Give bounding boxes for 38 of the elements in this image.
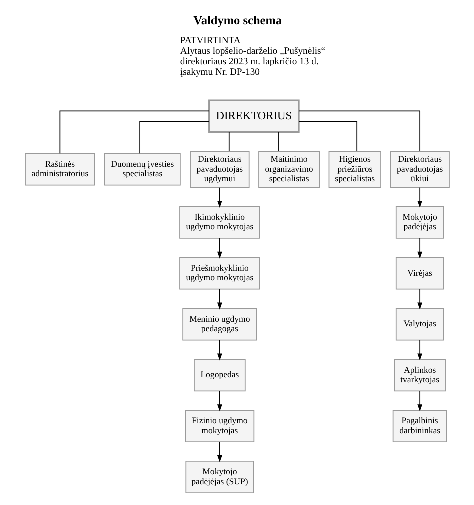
arrow xyxy=(216,442,222,463)
arrow xyxy=(417,390,422,412)
label: PATVIRTINTA xyxy=(180,35,240,46)
arrow xyxy=(417,288,422,310)
arrow xyxy=(216,340,222,361)
node-box: Priešmokyklinio ugdymo mokytojas xyxy=(179,257,260,290)
node-box: Maitinimo organizavimo specialistas xyxy=(258,151,320,188)
connector xyxy=(298,110,420,152)
node-box: Direktoriaus pavaduotojas ūkiui xyxy=(390,151,450,188)
arrow xyxy=(417,238,422,259)
node-box: Higienos priežiūros specialistas xyxy=(328,151,381,188)
node-box: Virėjas xyxy=(395,257,444,290)
arrow xyxy=(216,187,222,208)
node-box: Aplinkos tvarkytojas xyxy=(394,359,446,392)
node-box: Mokytojo padėjėjas (SUP) xyxy=(185,460,254,494)
node-box: Raštinės administratorius xyxy=(24,153,95,186)
arrow xyxy=(216,390,222,412)
connector xyxy=(139,121,210,154)
node-box: Valytojas xyxy=(395,308,444,341)
arrow xyxy=(216,238,222,259)
node-box: Fizinio ugdymo mokytojas xyxy=(184,410,254,443)
node-box: Meninio ugdymo pedagogas xyxy=(182,308,257,341)
node-box: Logopedas xyxy=(194,359,246,392)
connector xyxy=(228,132,230,152)
connector xyxy=(298,121,358,152)
node-box: DIREKTORIUS xyxy=(208,100,300,134)
diagram-title: Valdymo schema xyxy=(193,13,282,28)
label: Alytaus lopšelio-darželio „Pušynėlis“ direktoriaus 2023 m. lapkričio 13 d. įsakymu Nr. DP-130 xyxy=(180,46,326,78)
node-box: Direktoriaus pavaduotojas ugdymui xyxy=(190,151,250,188)
node-box: Duomenų įvesties specialistas xyxy=(104,153,180,186)
node-box: Ikimokyklinio ugdymo mokytojas xyxy=(179,206,260,239)
arrow xyxy=(417,340,422,361)
connector xyxy=(278,132,279,152)
connector xyxy=(59,110,210,154)
node-box: Mokytojo padėjėjas xyxy=(395,206,444,239)
arrow xyxy=(417,187,422,208)
node-box: Pagalbinis darbininkas xyxy=(392,410,447,443)
arrow xyxy=(216,288,222,310)
